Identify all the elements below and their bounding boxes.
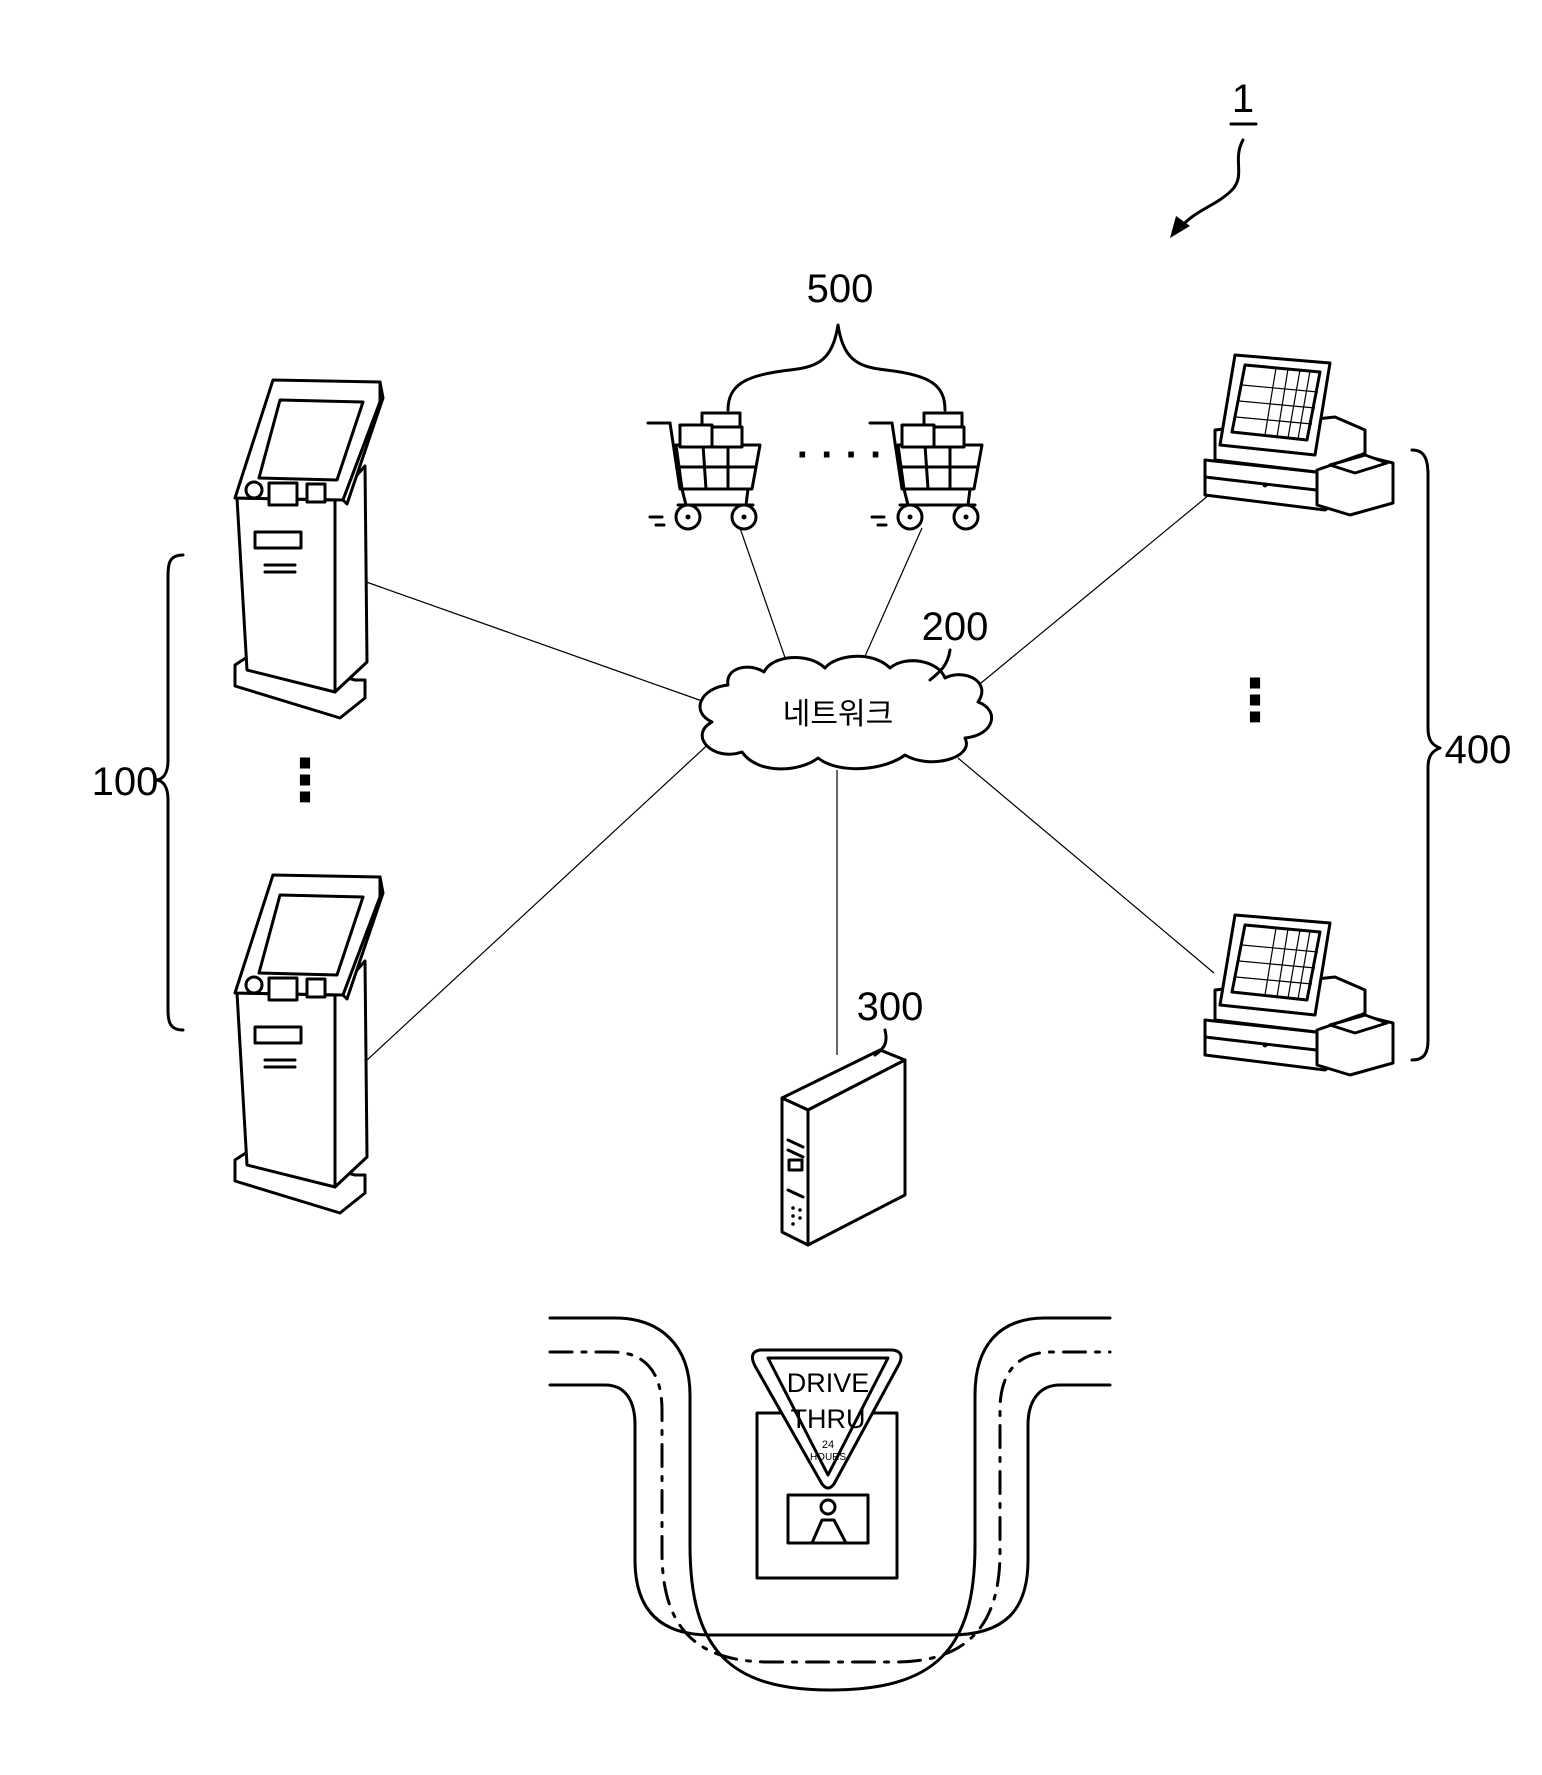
network-ref: 200 (922, 605, 989, 649)
system-ref-label: 1 (1232, 77, 1254, 121)
system-ref-arrow (1178, 138, 1245, 230)
network-leader (928, 648, 952, 682)
kiosk-group-bracket: 100 (92, 553, 185, 1032)
cart-box (900, 423, 936, 449)
kiosk-top (233, 378, 385, 720)
link-kiosk-top (354, 577, 706, 703)
kiosk-reader (267, 976, 299, 1002)
pos-group-bracket: 400 (1410, 448, 1512, 1062)
kiosk-card (305, 482, 327, 504)
arrowhead-icon (1170, 216, 1190, 238)
sign-line1: DRIVE (787, 1368, 870, 1398)
kiosk-screen-side (341, 875, 385, 1001)
left-brace-icon (153, 553, 185, 1032)
network-cloud: 네트워크 200 (698, 605, 994, 771)
kiosk-ref: 100 (92, 760, 159, 804)
cart-box (710, 425, 744, 449)
right-brace-icon (1410, 448, 1442, 1062)
kiosk-card (305, 977, 327, 999)
drive-thru: DRIVE THRU 24 HOURS (548, 1316, 1112, 1692)
network-label: 네트워크 (783, 697, 893, 732)
kiosk-reader (267, 481, 299, 507)
kiosk-screen (257, 893, 365, 977)
cart-box (932, 425, 966, 449)
cart-box (678, 423, 714, 449)
pos-bottom (1203, 913, 1395, 1077)
pos-ref: 400 (1445, 728, 1512, 772)
link-cart-right (857, 527, 923, 673)
kiosk-body-front (235, 991, 337, 1189)
server-drive (787, 1158, 804, 1172)
pos-screen (1230, 923, 1322, 1002)
kiosk-slot (244, 480, 264, 500)
cloud-icon (698, 654, 994, 771)
network-links (352, 489, 1216, 1074)
sign-hours-number: 24 (822, 1439, 834, 1451)
cart-left (646, 411, 762, 531)
road-center-dashed (548, 1350, 1112, 1664)
cart-group-bracket: 500 (726, 267, 947, 412)
link-pos-bottom (957, 757, 1215, 974)
kiosk-printer (253, 1025, 303, 1045)
cart-ref: 500 (807, 267, 874, 311)
sign-line2: THRU (791, 1404, 866, 1434)
kiosk-ellipsis: ⋮ (276, 748, 334, 813)
road-inner (548, 1383, 1112, 1637)
system-reference: 1 (1170, 77, 1258, 238)
kiosk-printer (253, 530, 303, 550)
top-brace-icon (726, 323, 947, 412)
cart-ellipsis: · · · · (797, 433, 884, 477)
link-cart-left (739, 527, 791, 673)
kiosk-screen-side (341, 380, 385, 506)
person-icon (819, 1498, 837, 1516)
link-pos-top (957, 489, 1216, 703)
link-kiosk-bottom (352, 737, 716, 1074)
kiosk-slot (244, 975, 264, 995)
kiosk-body-front (235, 496, 337, 694)
pos-screen (1230, 363, 1322, 442)
cart-right (868, 411, 984, 531)
pos-ellipsis: ⋮ (1226, 668, 1284, 733)
sign-hours-text: HOURS (810, 1452, 846, 1463)
server: 300 (780, 985, 924, 1247)
kiosk-bottom (233, 873, 385, 1215)
server-ref: 300 (857, 985, 924, 1029)
pos-top (1203, 353, 1395, 517)
kiosk-screen (257, 398, 365, 482)
road-outer (548, 1316, 1112, 1692)
server-leader (873, 1028, 888, 1057)
